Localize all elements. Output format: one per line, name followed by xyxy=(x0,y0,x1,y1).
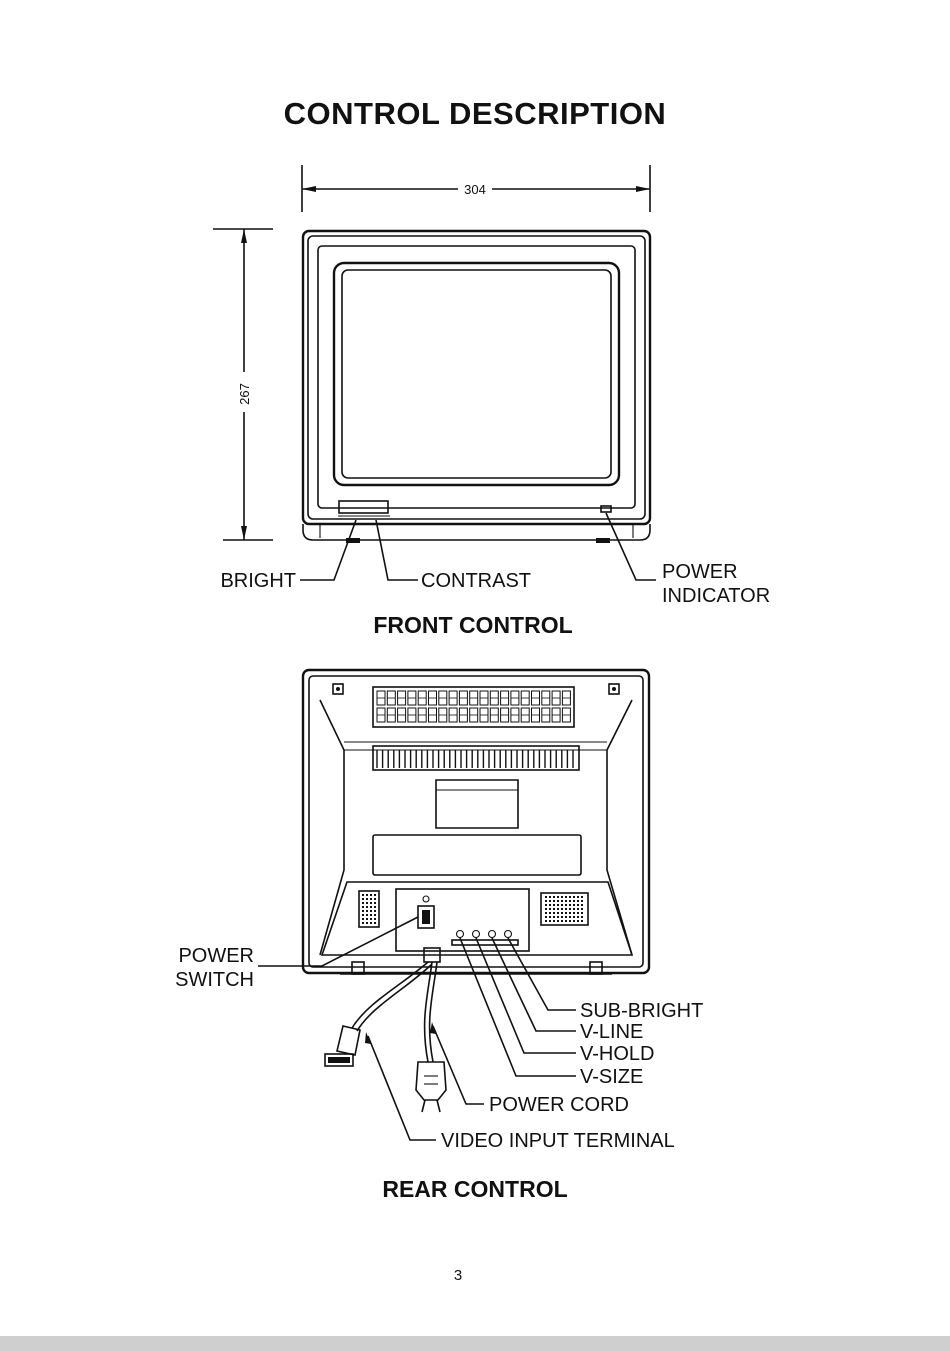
rear-view-diagram: POWER SWITCH SUB-BRIGHT V-LINE V-HOLD V-… xyxy=(175,668,703,1152)
v-hold-label: V-HOLD xyxy=(580,1043,654,1065)
adjustment-knobs xyxy=(451,929,519,946)
page-title: CONTROL DESCRIPTION xyxy=(284,96,667,131)
power-switch-label-line1: POWER xyxy=(178,945,254,967)
width-dimension: 304 xyxy=(301,165,651,212)
contrast-label: CONTRAST xyxy=(421,570,531,592)
height-dimension-value: 267 xyxy=(237,383,252,405)
v-size-callout: V-SIZE xyxy=(459,937,643,1088)
page-number: 3 xyxy=(454,1267,462,1284)
v-line-callout: V-LINE xyxy=(491,937,643,1043)
v-size-label: V-SIZE xyxy=(580,1066,643,1088)
v-hold-callout: V-HOLD xyxy=(475,937,654,1065)
front-monitor xyxy=(301,229,652,543)
power-cord-label: POWER CORD xyxy=(489,1094,629,1116)
sub-bright-label: SUB-BRIGHT xyxy=(580,1000,703,1022)
power-indicator-label-line1: POWER xyxy=(662,561,738,583)
right-speaker-grille xyxy=(540,892,589,926)
power-indicator-callout: POWER INDICATOR xyxy=(605,512,770,607)
power-switch-label-line2: SWITCH xyxy=(175,969,254,991)
width-dimension-value: 304 xyxy=(464,182,486,197)
power-switch xyxy=(417,895,435,929)
video-input-callout: VIDEO INPUT TERMINAL xyxy=(365,1032,675,1152)
v-line-label: V-LINE xyxy=(580,1021,643,1043)
front-view-diagram: 304 267 xyxy=(213,165,770,607)
front-control-heading: FRONT CONTROL xyxy=(373,612,572,638)
video-input-cable xyxy=(324,961,433,1067)
scan-edge-strip xyxy=(0,1336,950,1351)
left-speaker-grille xyxy=(358,890,380,928)
power-switch-callout: POWER SWITCH xyxy=(175,916,419,991)
bright-callout: BRIGHT xyxy=(220,519,357,592)
height-dimension: 267 xyxy=(213,228,273,541)
sub-bright-callout: SUB-BRIGHT xyxy=(507,937,703,1022)
power-cord-callout: POWER CORD xyxy=(430,1022,629,1116)
rear-vent-grid xyxy=(372,686,575,728)
rear-slot-vent xyxy=(372,745,580,771)
power-cord xyxy=(415,947,447,1113)
video-input-label: VIDEO INPUT TERMINAL xyxy=(441,1130,675,1152)
bright-label: BRIGHT xyxy=(220,570,296,592)
rear-control-heading: REAR CONTROL xyxy=(382,1176,567,1202)
power-indicator-label-line2: INDICATOR xyxy=(662,585,770,607)
contrast-callout: CONTRAST xyxy=(375,519,531,592)
